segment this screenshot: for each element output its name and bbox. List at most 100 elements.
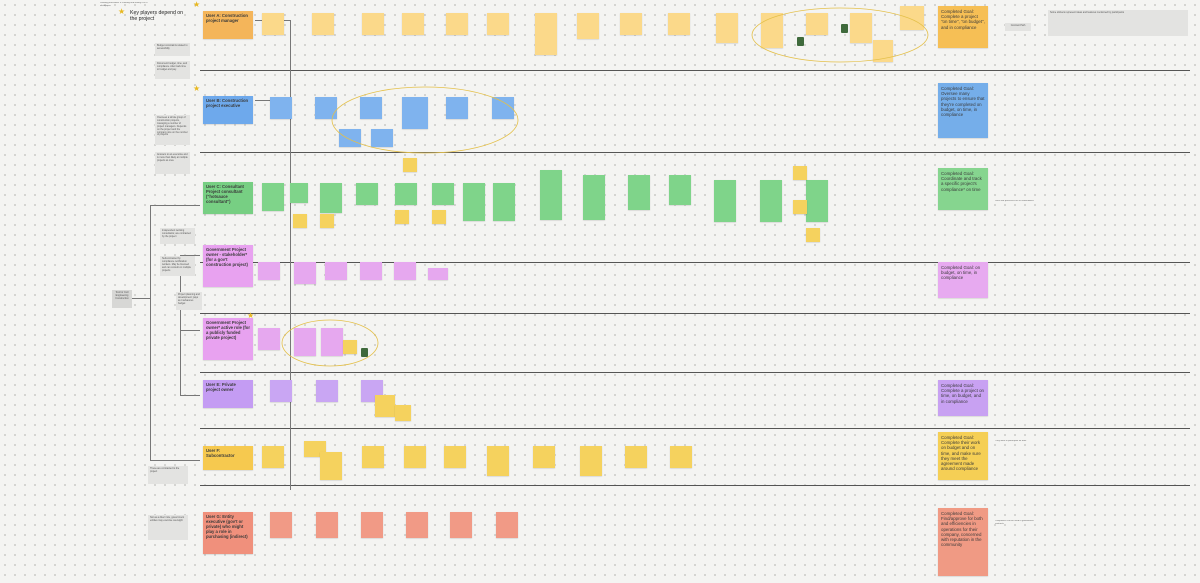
sticky-note[interactable]: [535, 13, 557, 55]
goal-user-f[interactable]: Completed Goal: Complete their work on b…: [938, 432, 988, 480]
sticky-note[interactable]: [446, 97, 468, 119]
sticky-note[interactable]: [404, 446, 426, 468]
sticky-note[interactable]: [262, 446, 284, 468]
lane-header-gov-stakeholder[interactable]: Government Project owner - stakeholder* …: [203, 245, 253, 287]
sticky-note[interactable]: [540, 170, 562, 220]
sticky-note[interactable]: [293, 214, 307, 228]
sticky-note[interactable]: [714, 180, 736, 222]
sticky-note[interactable]: [395, 210, 409, 224]
legend-note: Some stickers represent ideas and featur…: [1048, 10, 1188, 36]
goal-user-c[interactable]: Completed Goal: Coordinate and track a s…: [938, 168, 988, 210]
sticky-note[interactable]: [625, 446, 647, 468]
sticky-note[interactable]: [375, 395, 395, 417]
sticky-note[interactable]: [900, 6, 924, 30]
sticky-note[interactable]: [432, 210, 446, 224]
sticky-note[interactable]: [487, 446, 509, 476]
sticky-note[interactable]: [320, 452, 342, 480]
goal-user-g[interactable]: Completed Goal: Find/approve for both an…: [938, 508, 988, 576]
sticky-note[interactable]: [463, 183, 485, 221]
sticky-note[interactable]: [402, 97, 428, 129]
sticky-note[interactable]: [360, 262, 382, 280]
sticky-note[interactable]: [316, 380, 338, 402]
goal-user-a[interactable]: Completed Goal: Complete a project "on t…: [938, 6, 988, 48]
sticky-note[interactable]: [580, 446, 602, 476]
sticky-note[interactable]: [406, 512, 428, 538]
lane-header-user-f[interactable]: User F: Subcontractor: [203, 446, 253, 470]
sticky-note[interactable]: [395, 183, 417, 205]
lane-header-user-c[interactable]: User C: Consultant Project consultant ("…: [203, 182, 253, 214]
sticky-note[interactable]: [496, 512, 518, 538]
sticky-note[interactable]: [258, 262, 280, 280]
sticky-note[interactable]: [446, 13, 468, 35]
sticky-note[interactable]: [270, 380, 292, 402]
sticky-note[interactable]: [320, 214, 334, 228]
sticky-note[interactable]: [270, 512, 292, 538]
sticky-note[interactable]: [262, 13, 284, 35]
sticky-note[interactable]: [294, 328, 316, 356]
sticky-note[interactable]: [577, 13, 599, 39]
sticky-note[interactable]: [806, 180, 828, 222]
goal-user-b[interactable]: Completed Goal: Oversee many projects to…: [938, 83, 988, 138]
lane-header-user-e[interactable]: User E: Private project owner: [203, 380, 253, 408]
sticky-note[interactable]: [668, 13, 690, 35]
sticky-note[interactable]: [321, 328, 343, 356]
sticky-note[interactable]: [316, 512, 338, 538]
sticky-note[interactable]: [403, 158, 417, 172]
participant-avatar: [797, 37, 804, 46]
sticky-note[interactable]: [395, 405, 411, 421]
sticky-note[interactable]: [371, 129, 393, 147]
side-note: Budget constraints related to accessibil…: [155, 43, 190, 56]
lane-header-user-g[interactable]: User G: Entity executive (gov't or priva…: [203, 512, 253, 554]
sticky-note[interactable]: [343, 340, 357, 354]
sticky-note[interactable]: [873, 40, 893, 62]
sticky-note[interactable]: [716, 13, 738, 43]
sticky-note[interactable]: [583, 175, 605, 220]
sticky-note[interactable]: [325, 262, 347, 280]
sticky-note[interactable]: [356, 183, 378, 205]
sticky-note[interactable]: [290, 183, 308, 203]
goal-user-e[interactable]: Completed Goal: Complete a project on ti…: [938, 380, 988, 416]
sticky-note[interactable]: [339, 129, 361, 147]
sticky-note[interactable]: [533, 446, 555, 468]
sticky-note[interactable]: [312, 13, 334, 35]
connector: [130, 298, 150, 299]
sticky-note[interactable]: [362, 13, 384, 35]
sticky-note[interactable]: [806, 13, 828, 35]
sticky-note[interactable]: [761, 13, 783, 48]
sticky-note[interactable]: [402, 13, 424, 35]
sticky-note[interactable]: [628, 175, 650, 210]
sticky-note[interactable]: [620, 13, 642, 35]
sticky-note[interactable]: [444, 446, 466, 468]
sticky-note[interactable]: [428, 268, 448, 280]
sticky-note[interactable]: [320, 183, 342, 213]
connector: [150, 205, 151, 460]
sticky-note[interactable]: [492, 97, 514, 119]
sticky-note[interactable]: [487, 13, 509, 35]
sticky-note[interactable]: [793, 200, 807, 214]
sticky-note[interactable]: [361, 512, 383, 538]
sticky-note[interactable]: [270, 97, 292, 119]
sticky-note[interactable]: [493, 183, 515, 221]
sticky-note[interactable]: [432, 183, 454, 205]
sticky-note[interactable]: [258, 328, 280, 350]
goal-gov-stakeholder[interactable]: Completed Goal: on budget, on time, in c…: [938, 262, 988, 298]
sticky-note[interactable]: [670, 446, 692, 468]
connector: [180, 330, 200, 331]
sticky-note[interactable]: [362, 446, 384, 468]
sticky-note[interactable]: [294, 262, 316, 284]
sticky-note[interactable]: [669, 175, 691, 205]
sticky-note[interactable]: [450, 512, 472, 538]
hub-node[interactable]: Tool for Civil Engineering Construction: [112, 290, 132, 308]
lane-header-user-b[interactable]: User B: Construction project executive: [203, 96, 253, 124]
sticky-note[interactable]: [315, 97, 337, 119]
lane-header-gov-active[interactable]: Government Project owner* active role (f…: [203, 318, 253, 360]
sticky-note[interactable]: [360, 97, 382, 119]
sticky-note[interactable]: [793, 166, 807, 180]
lane-header-user-a[interactable]: User A: Construction project manager: [203, 11, 253, 39]
sticky-note[interactable]: [760, 180, 782, 222]
sticky-note[interactable]: [850, 13, 872, 43]
sticky-note[interactable]: [806, 228, 820, 242]
sticky-note[interactable]: [394, 262, 416, 280]
sticky-note[interactable]: [262, 183, 284, 211]
